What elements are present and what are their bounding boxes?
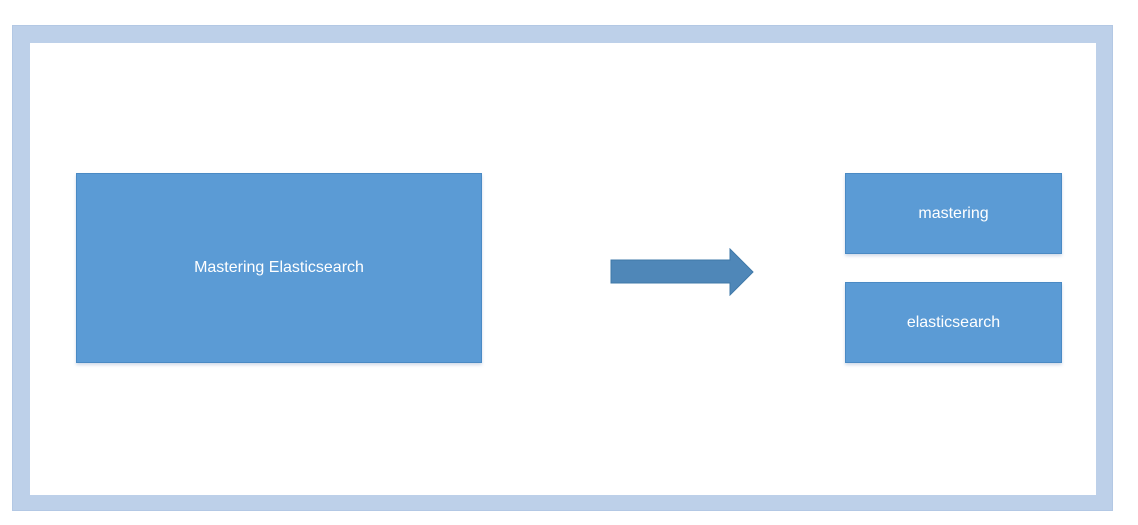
source-text-label: Mastering Elasticsearch: [194, 259, 364, 276]
token-label: elasticsearch: [906, 313, 1001, 331]
right-arrow-icon: [610, 248, 754, 296]
token-box-elasticsearch: elasticsearch: [845, 282, 1062, 363]
source-text-box: Mastering Elasticsearch: [76, 173, 482, 363]
token-box-mastering: mastering: [845, 173, 1062, 254]
token-label: mastering: [918, 204, 989, 222]
